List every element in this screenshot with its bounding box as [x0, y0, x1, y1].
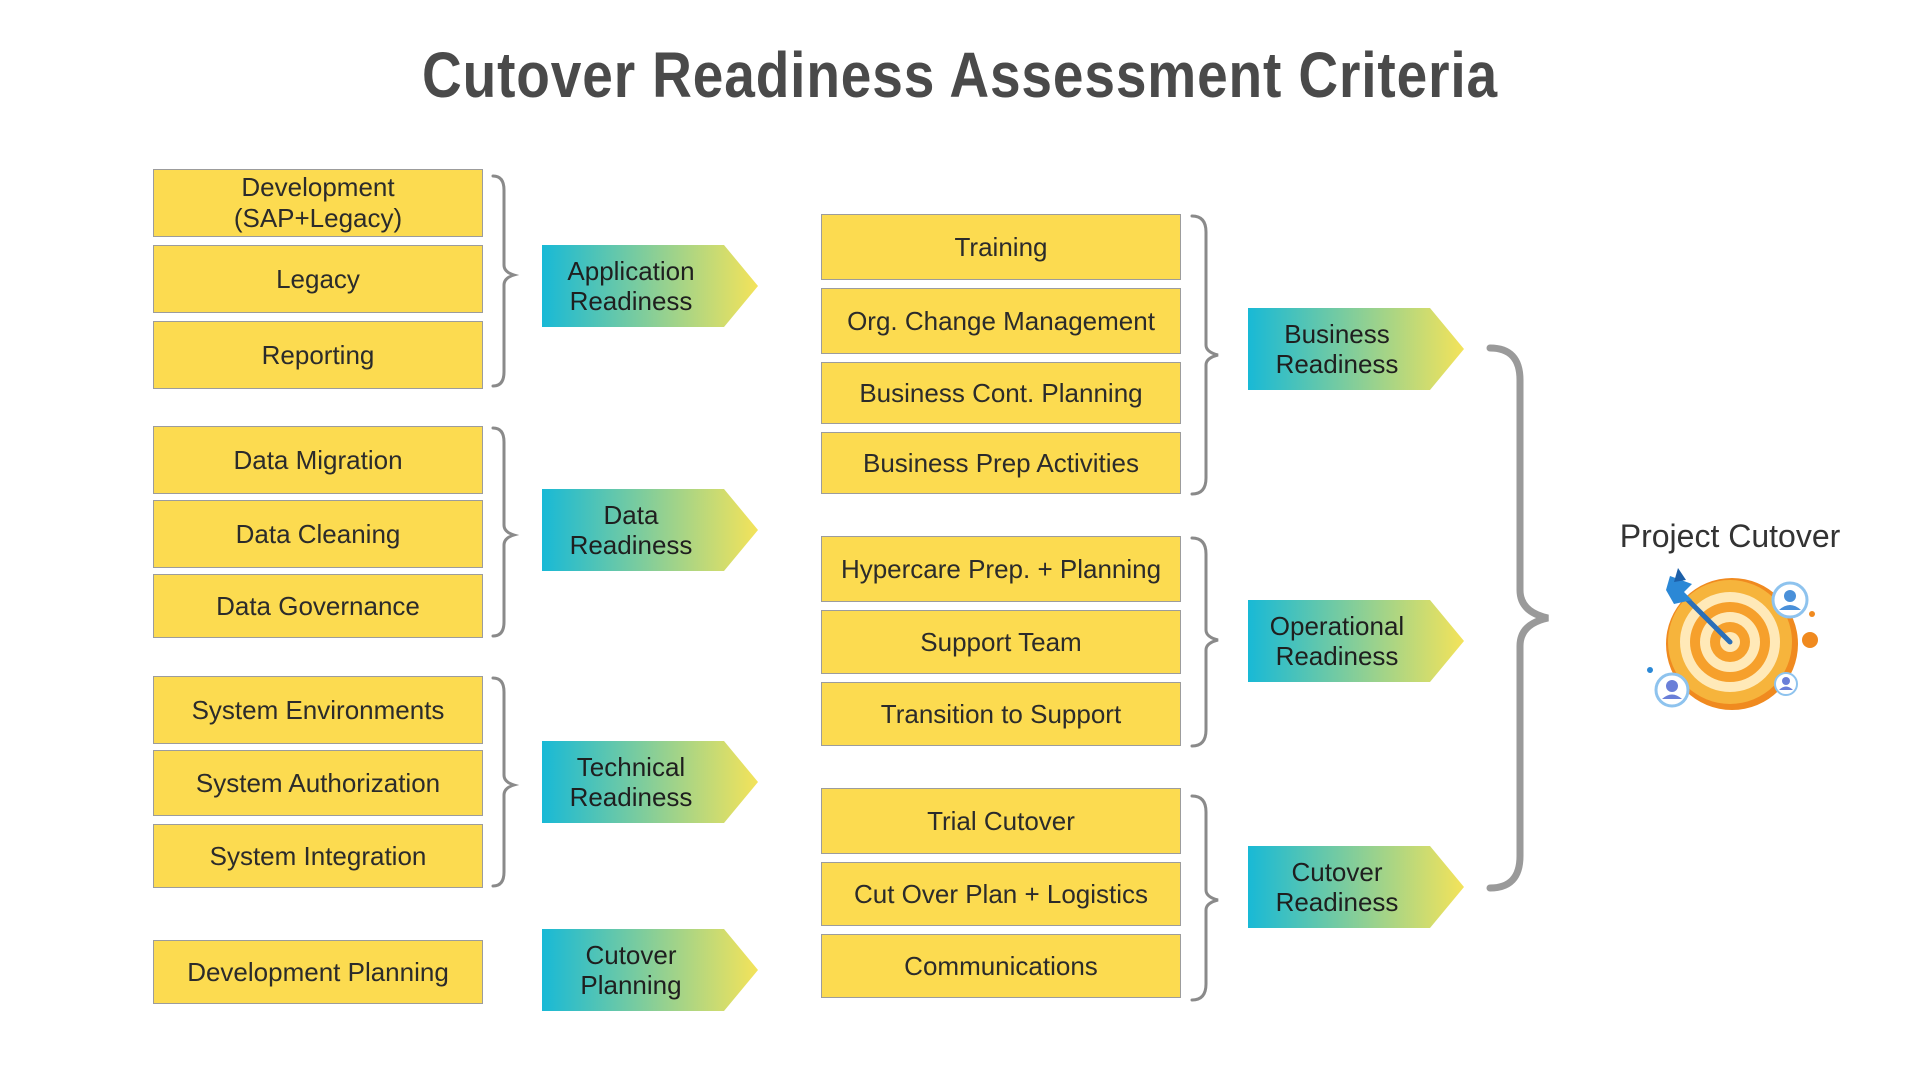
box-cut-over-plan-logistics: Cut Over Plan + Logistics: [821, 862, 1181, 926]
bracket-technical: [491, 676, 520, 888]
arrow-shape: [1248, 308, 1464, 390]
bracket-project: [1486, 344, 1549, 892]
arrow-label: Data Readiness: [569, 500, 693, 560]
arrow-cutover-readiness: Cutover Readiness: [1248, 846, 1464, 928]
box-business-cont-planning: Business Cont. Planning: [821, 362, 1181, 424]
box-transition-to-support: Transition to Support: [821, 682, 1181, 746]
box-trial-cutover: Trial Cutover: [821, 788, 1181, 854]
box-system-authorization: System Authorization: [153, 750, 483, 816]
box-business-prep-activities: Business Prep Activities: [821, 432, 1181, 494]
box-legacy: Legacy: [153, 245, 483, 313]
box-communications: Communications: [821, 934, 1181, 998]
arrow-label: Cutover Planning: [580, 940, 682, 1000]
box-data-migration: Data Migration: [153, 426, 483, 494]
page-title: Cutover Readiness Assessment Criteria: [422, 39, 1498, 111]
arrow-business-readiness: Business Readiness: [1248, 308, 1464, 390]
box-hypercare-prep-planning: Hypercare Prep. + Planning: [821, 536, 1181, 602]
target-icon: [1647, 568, 1818, 710]
bracket-business: [1190, 214, 1219, 496]
box-system-integration: System Integration: [153, 824, 483, 888]
arrow-shape: [1248, 846, 1464, 928]
bracket-operational: [1190, 536, 1219, 748]
bracket-cutover: [1190, 794, 1219, 1002]
arrow-application-readiness: Application Readiness: [542, 245, 758, 327]
bracket-application: [491, 174, 520, 388]
arrow-data-readiness: Data Readiness: [542, 489, 758, 571]
project-cutover-label: Project Cutover: [1619, 518, 1841, 554]
box-training: Training: [821, 214, 1181, 280]
arrow-shape: [542, 741, 758, 823]
box-reporting: Reporting: [153, 321, 483, 389]
arrow-cutover-planning: Cutover Planning: [542, 929, 758, 1011]
arrow-label: Cutover Readiness: [1275, 857, 1399, 917]
box-development-planning: Development Planning: [153, 940, 483, 1004]
box-development-sap-legacy: Development (SAP+Legacy): [153, 169, 483, 237]
bracket-data: [491, 426, 520, 638]
arrow-technical-readiness: Technical Readiness: [542, 741, 758, 823]
arrow-label: Business Readiness: [1275, 319, 1399, 379]
arrow-shape: [542, 929, 758, 1011]
box-data-cleaning: Data Cleaning: [153, 500, 483, 568]
arrow-label: Technical Readiness: [569, 752, 693, 812]
box-system-environments: System Environments: [153, 676, 483, 744]
box-support-team: Support Team: [821, 610, 1181, 674]
box-data-governance: Data Governance: [153, 574, 483, 638]
arrow-shape: [1248, 600, 1464, 682]
arrow-shape: [542, 245, 758, 327]
arrow-shape: [542, 489, 758, 571]
box-org-change-management: Org. Change Management: [821, 288, 1181, 354]
arrow-label: Operational Readiness: [1269, 611, 1405, 671]
arrow-label: Application Readiness: [567, 256, 695, 316]
arrow-operational-readiness: Operational Readiness: [1248, 600, 1464, 682]
